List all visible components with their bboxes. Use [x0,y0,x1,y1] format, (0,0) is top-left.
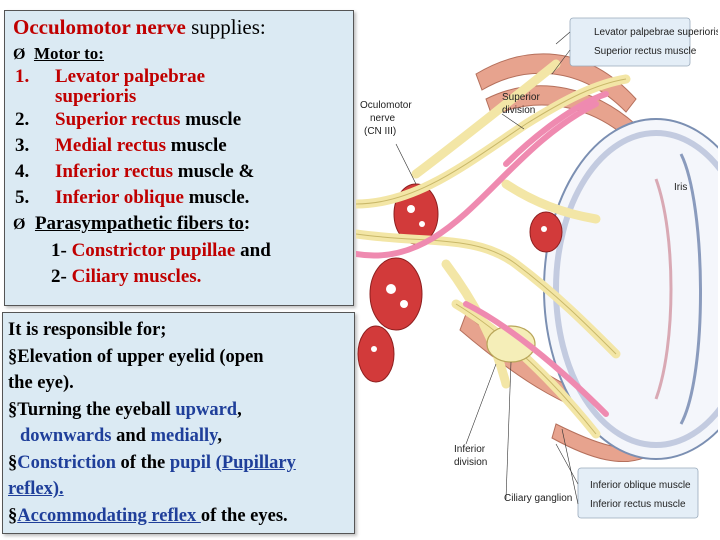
square-bullet-icon: § [8,346,18,367]
square-bullet-icon: § [8,399,18,420]
function-turning-cont: downwards and medially, [20,426,223,446]
square-bullet-icon: § [8,452,18,473]
oculomotor-nerve-diagram: Levator palpebrae superioris Superior re… [356,17,718,519]
muscle-item: 1. Levator palpebrae [15,66,206,87]
label-inferior-rectus: Inferior rectus muscle [590,499,686,510]
function-elevation-cont: the eye). [8,373,74,393]
nerve-outlines [356,78,627,435]
label-box-bottom [577,467,699,519]
label-superior-division: Superior [502,92,540,103]
label-levator: Levator palpebrae superioris [594,27,718,38]
parasympathetic-item: 2- Ciliary muscles. [51,266,202,287]
label-oculomotor: nerve [370,113,395,124]
muscle-item: 3. Medial rectus muscle [15,135,227,156]
muscle-item: 5. Inferior oblique muscle. [15,187,250,208]
parasympathetic-heading-row: Ø Parasympathetic fibers to: [13,213,251,234]
label-superior-rectus: Superior rectus muscle [594,46,697,57]
arrow-bullet-icon: Ø [13,46,26,63]
eyeball [543,118,718,460]
slide-title: Occulomotor nerve supplies: [13,13,345,41]
label-inferior-division: division [454,457,487,468]
function-turning: §Turning the eyeball upward, [8,399,242,420]
square-bullet-icon: § [8,505,18,526]
muscle-item: superioris [55,86,137,107]
label-inferior-oblique: Inferior oblique muscle [590,480,691,491]
label-ciliary-ganglion: Ciliary ganglion [504,493,572,504]
label-box-top [569,17,691,67]
vessel-clusters [357,183,563,383]
functions-heading: It is responsible for; [8,320,167,340]
label-inferior-division: Inferior [454,444,486,455]
motor-heading-row: Ø Motor to: [13,41,345,68]
function-elevation: §Elevation of upper eyelid (open [8,346,264,367]
leader-lines [395,31,579,505]
title-suffix: supplies: [185,15,266,39]
function-constriction: §Constriction of the pupil (Pupillary [8,452,296,473]
vessel-highlights [371,205,547,352]
label-superior-division: division [502,105,535,116]
parasympathetic-item: 1- Constrictor pupillae and [51,240,271,261]
parasympathetic-heading: Parasympathetic fibers to [34,213,244,234]
function-constriction-cont: reflex). [8,479,64,499]
label-iris: Iris [674,182,687,193]
function-accommodating: §Accommodating reflex of the eyes. [8,505,288,526]
motor-heading: Motor to: [33,44,104,63]
label-oculomotor: Oculomotor [360,100,412,111]
arteries [356,91,609,417]
label-oculomotor: (CN III) [364,126,396,137]
functions-box: It is responsible for; §Elevation of upp… [2,312,355,534]
muscles-supplied-box: Occulomotor nerve supplies: Ø Motor to: … [4,10,354,306]
title-nerve-name: Occulomotor nerve [13,15,186,39]
muscle-item: 4. Inferior rectus muscle & [15,161,255,182]
muscle-item: 2. Superior rectus muscle [15,109,242,130]
arrow-bullet-icon: Ø [13,216,26,233]
